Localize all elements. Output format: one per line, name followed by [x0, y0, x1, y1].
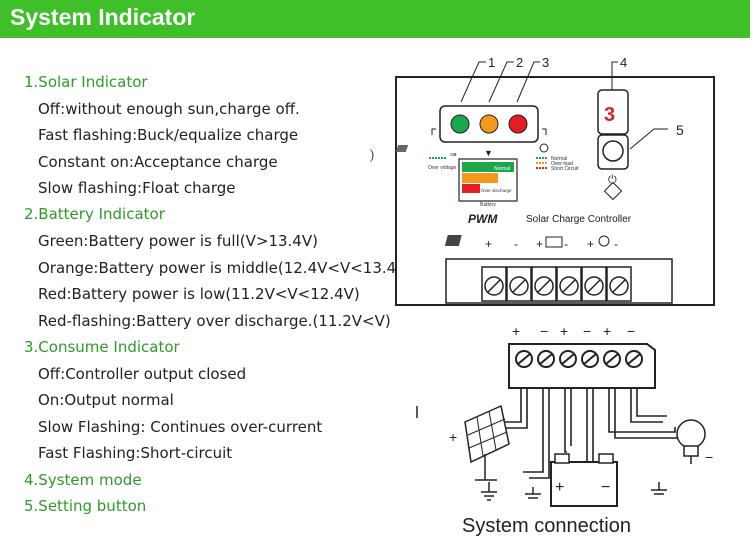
power-icon: ⏻	[608, 174, 617, 186]
connection-screws	[515, 350, 643, 368]
brand-label: PWM	[468, 212, 498, 226]
polarity-5: +	[603, 323, 611, 339]
battery-level-orange	[462, 173, 498, 183]
battery-level-red	[462, 184, 480, 193]
battery-over-discharge-label: Over discharge	[481, 188, 512, 193]
diamond-icon	[603, 181, 623, 201]
callout-4: 4	[620, 55, 627, 70]
solar-indicator-heading: 1.Solar Indicator	[24, 73, 148, 91]
solar-plus-sign: +	[485, 237, 492, 251]
lamp-icon	[539, 143, 549, 153]
polarity-2: −	[540, 323, 548, 339]
battery-minus-sign: -	[564, 237, 568, 251]
ground-icons	[481, 482, 667, 501]
setting-button-heading: 5.Setting button	[24, 497, 147, 515]
solar-item: Slow flashing:Float charge	[38, 179, 236, 197]
battery-level-green	[462, 162, 514, 172]
solar-terminal-icon	[444, 235, 462, 246]
solar-item: Off:without enough sun,charge off.	[38, 100, 300, 118]
light-bulb-icon	[676, 419, 706, 464]
load-terminal-icon	[598, 235, 610, 247]
polarity-6: −	[627, 323, 635, 339]
page-title: System Indicator	[10, 4, 196, 30]
solar-item: Fast flashing:Buck/equalize charge	[38, 126, 299, 144]
load-minus-sign: −	[705, 449, 713, 465]
callout-2: 2	[516, 55, 523, 70]
consume-indicator-heading: 3.Consume Indicator	[24, 338, 180, 356]
polarity-3: +	[560, 323, 568, 339]
polarity-4: −	[583, 323, 591, 339]
battery-item: Green:Battery power is full(V>13.4V)	[38, 232, 318, 250]
terminal-screws	[481, 266, 632, 302]
system-mode-display	[597, 89, 629, 135]
consume-item: Off:Controller output closed	[38, 365, 247, 383]
consume-item: Slow Flashing: Continues over-current	[38, 418, 323, 436]
consume-item: Fast Flashing:Short-circuit	[38, 444, 233, 462]
panel-plus-sign: +	[449, 429, 457, 445]
callout-5: 5	[676, 122, 684, 138]
consume-item: On:Output normal	[38, 391, 174, 409]
system-connection-caption: System connection	[462, 515, 631, 537]
solar-panel-icon	[464, 404, 510, 481]
battery-item: Red:Battery power is low(11.2V<V<12.4V)	[38, 285, 360, 303]
callout-3: 3	[542, 55, 549, 70]
battery-normal-label: Normal	[494, 166, 510, 172]
system-mode-heading: 4.System mode	[24, 471, 142, 489]
polarity-1: +	[512, 323, 520, 339]
solar-led	[450, 114, 470, 134]
controller-panel-diagram: ) 1 2 3 4 5 Over voltage ⇒ ▼ Normal Over…	[370, 55, 715, 306]
battery-item: Red-flashing:Battery over discharge.(11.…	[38, 312, 391, 330]
callout-1: 1	[488, 55, 495, 70]
battery-icon	[550, 461, 618, 507]
solar-item: Constant on:Acceptance charge	[38, 153, 278, 171]
battery-label: Battery	[480, 202, 496, 208]
solar-minus-sign: -	[514, 237, 518, 251]
battery-item: Orange:Battery power is middle(12.4V<V<1…	[38, 259, 397, 277]
callout-lines	[460, 61, 668, 150]
battery-post-negative	[598, 453, 614, 464]
battery-plus-sign: +	[536, 237, 543, 251]
battery-plus-sign: +	[555, 479, 564, 496]
system-connection-diagram: + − + − + − +	[416, 323, 713, 507]
load-led	[508, 114, 528, 134]
plug-icon: ⇒	[450, 150, 457, 159]
legend-overload: Over-load	[551, 161, 573, 167]
setting-button[interactable]	[602, 140, 624, 162]
product-label: Solar Charge Controller	[526, 214, 632, 225]
header-bar: System Indicator	[0, 0, 750, 38]
legend-short: Short Circuit	[551, 166, 579, 172]
over-voltage-label: Over voltage	[428, 165, 457, 171]
cropped-paren: )	[370, 147, 374, 162]
load-plus-sign: +	[587, 237, 594, 251]
bracket-left	[431, 128, 436, 135]
battery-post-positive	[554, 453, 570, 464]
legend-normal: Normal	[551, 156, 567, 162]
arrow-down-icon: ▼	[484, 148, 493, 158]
load-minus-sign: -	[614, 237, 618, 251]
battery-indicator-heading: 2.Battery Indicator	[24, 205, 165, 223]
solar-panel-icon	[395, 145, 409, 152]
battery-led	[479, 114, 499, 134]
battery-minus-sign: −	[601, 479, 610, 496]
battery-terminal-icon	[545, 236, 563, 248]
display-digit: 3	[604, 104, 615, 126]
bracket-right	[542, 128, 547, 135]
